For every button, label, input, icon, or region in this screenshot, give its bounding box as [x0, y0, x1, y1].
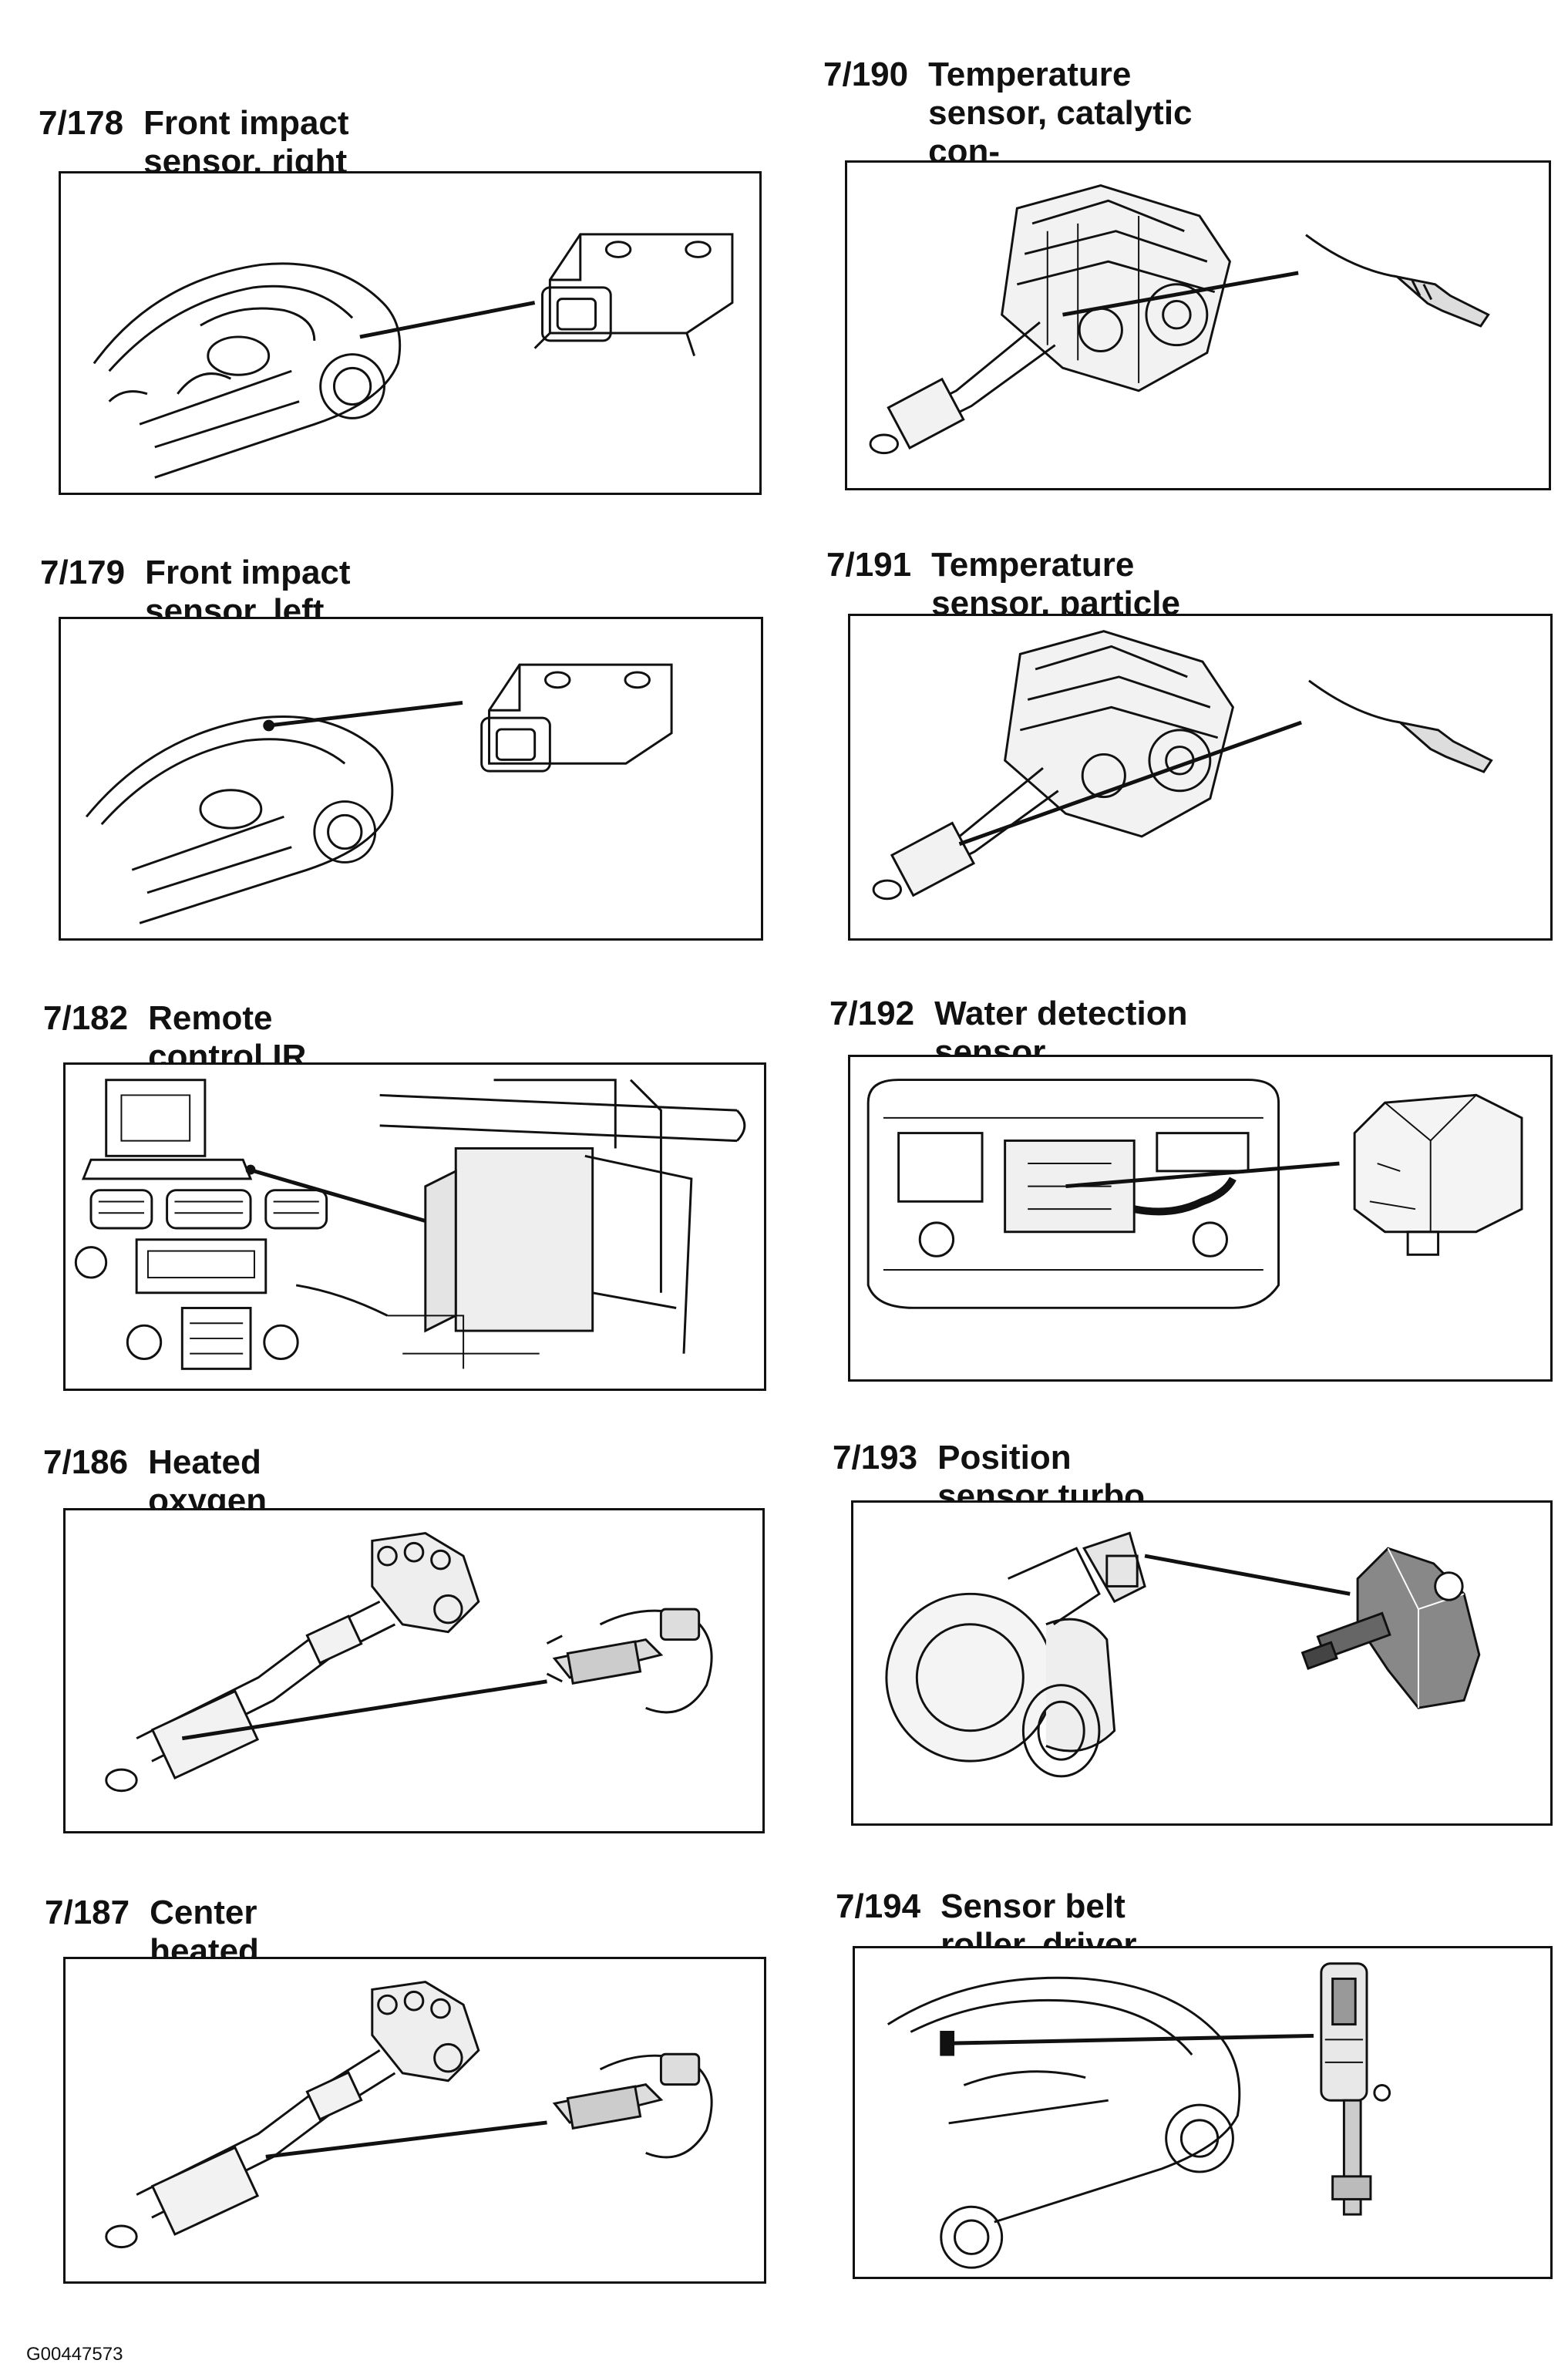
exhaust-center-oxygen-sensor-illustration [105, 1981, 713, 2249]
car-belt-roller-sensor-illustration [887, 1962, 1391, 2269]
car-impact-sensor-illustration [85, 663, 673, 924]
illustration-frame [845, 160, 1551, 490]
part-number: 7/194 [836, 1887, 921, 1925]
engine-bay-water-sensor-illustration [866, 1079, 1523, 1309]
exhaust-rear-oxygen-sensor-illustration [105, 1532, 713, 1793]
illustration-frame [63, 1957, 766, 2284]
engine-catalytic-sensor-illustration [869, 184, 1490, 455]
part-number: 7/186 [43, 1443, 129, 1481]
part-number: 7/191 [826, 546, 912, 584]
part-number: 7/192 [829, 995, 915, 1032]
turbo-position-sensor-illustration [885, 1531, 1481, 1778]
engine-particle-filter-sensor-illustration [872, 630, 1493, 901]
illustration-frame [59, 617, 763, 941]
part-number: 7/190 [823, 56, 909, 93]
illustration-frame [63, 1508, 765, 1833]
part-number: 7/193 [833, 1439, 918, 1476]
car-impact-sensor-illustration [93, 233, 734, 479]
dashboard-ir-sensor-illustration [74, 1079, 746, 1370]
part-number: 7/182 [43, 999, 129, 1037]
illustration-frame [851, 1500, 1553, 1826]
part-number: 7/179 [40, 554, 126, 591]
part-title: Front impact sensor, right [143, 104, 349, 180]
illustration-frame [63, 1062, 766, 1391]
figure-code: G00447573 [26, 2344, 123, 2365]
illustration-frame [848, 1055, 1553, 1382]
panel-heading: 7/178 Front impact sensor, right [39, 104, 349, 181]
illustration-frame [848, 614, 1553, 941]
part-number: 7/187 [45, 1894, 130, 1931]
illustration-frame [853, 1946, 1553, 2279]
part-title: Front impact sensor, left [145, 554, 351, 630]
illustration-frame [59, 171, 762, 495]
panel-heading: 7/179 Front impact sensor, left [40, 554, 351, 631]
part-number: 7/178 [39, 104, 124, 142]
